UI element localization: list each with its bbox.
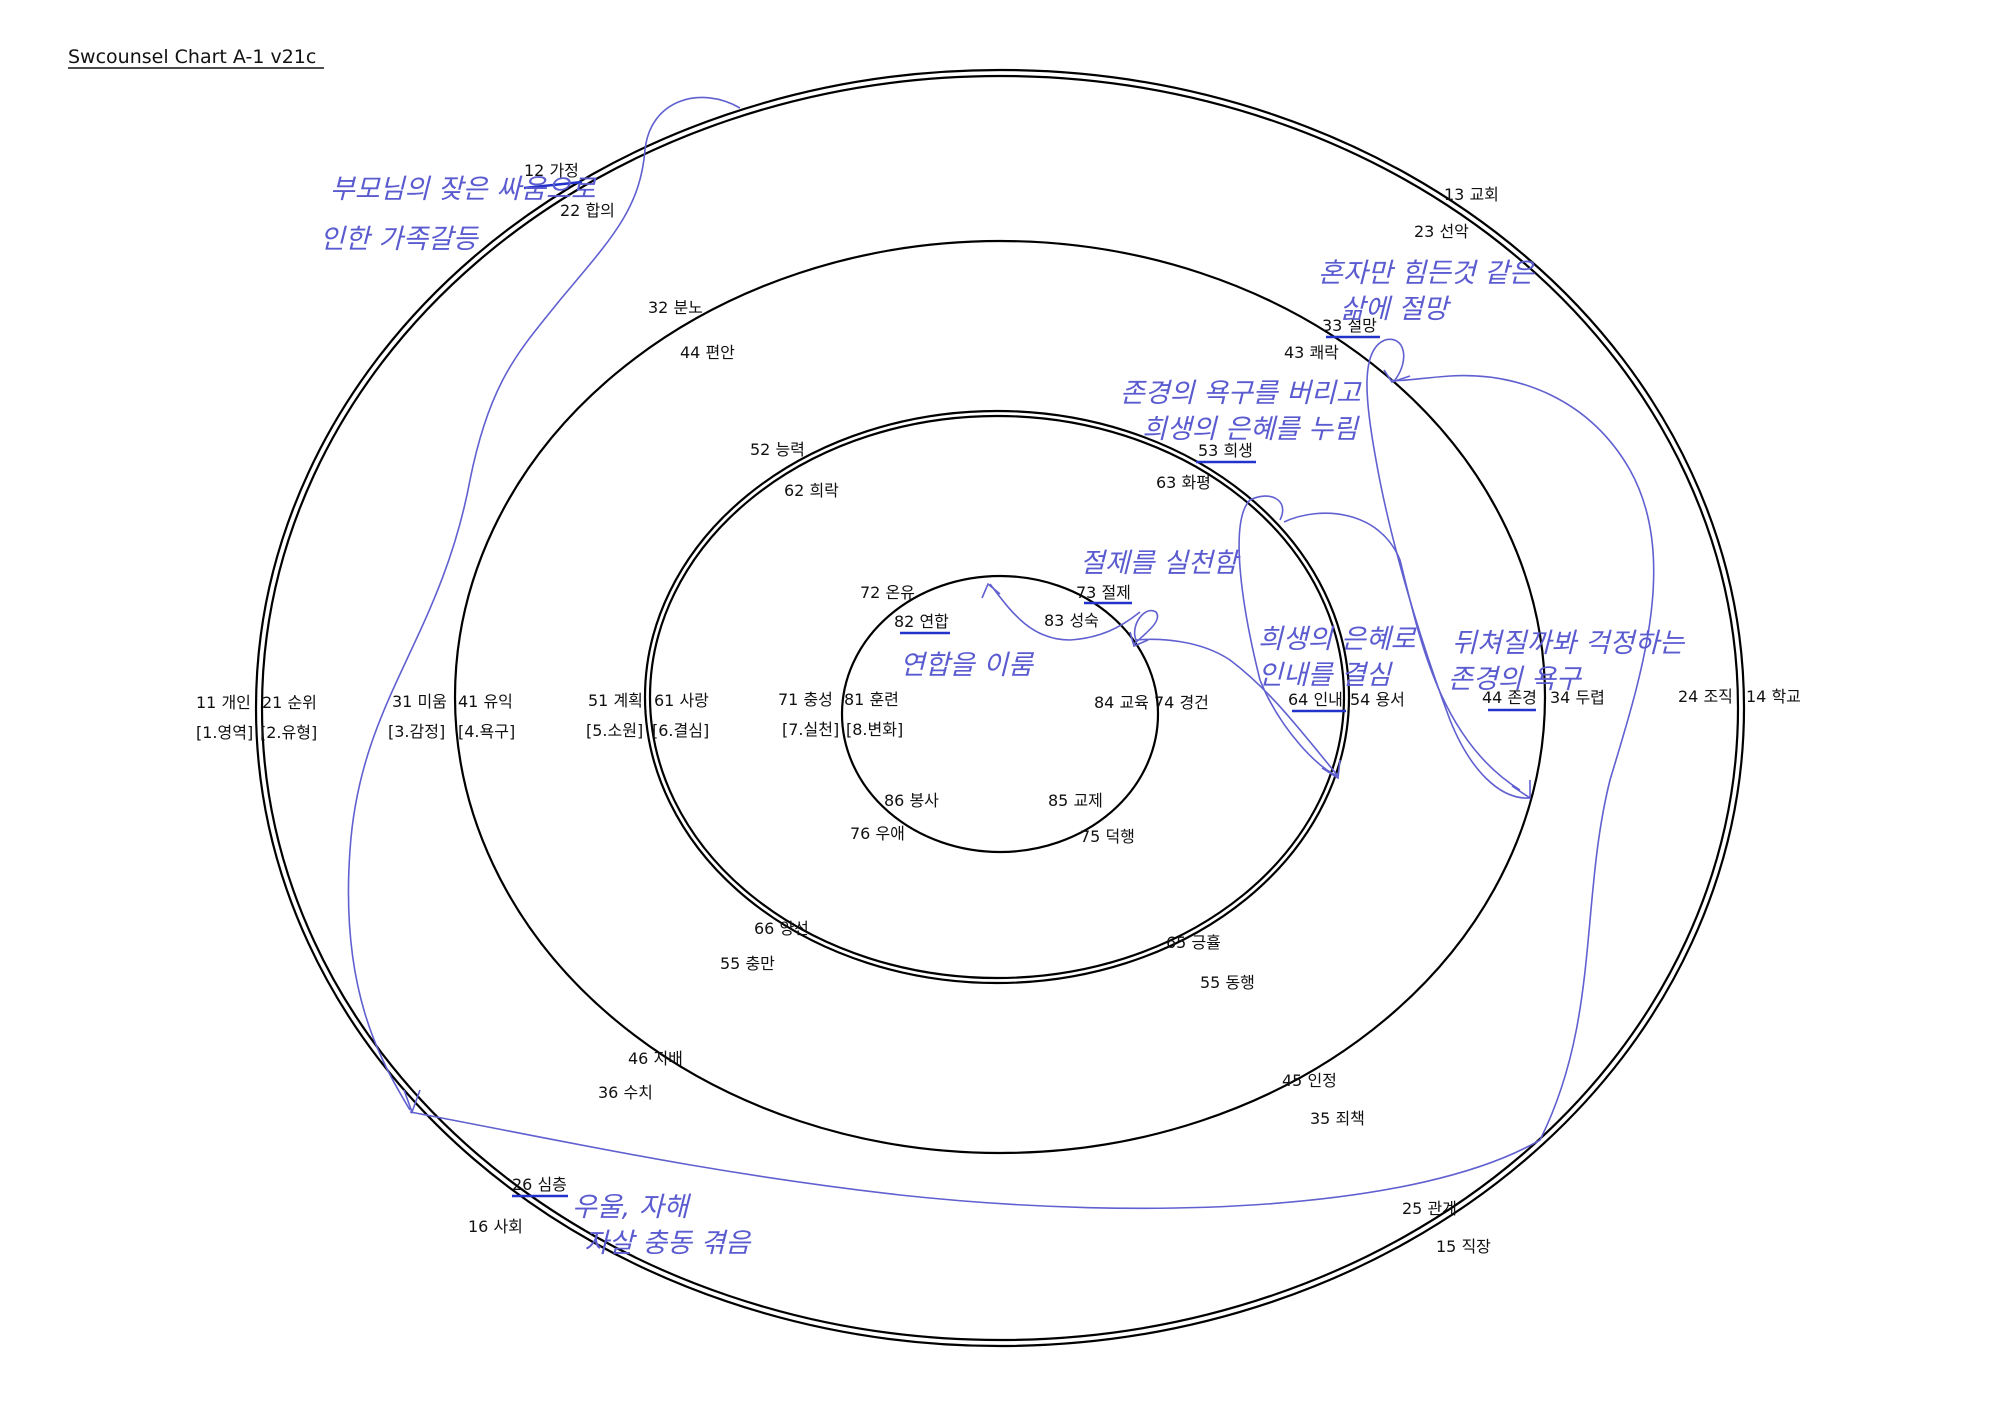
label-7a: [7.실천]: [782, 720, 839, 739]
curve-union: [989, 583, 1141, 641]
curve-family-to-depth: [347, 96, 741, 1111]
label-34: 34 두렵: [1550, 688, 1605, 707]
label-61: 61 사랑: [654, 691, 709, 710]
label-45: 45 인정: [1282, 1071, 1337, 1090]
label-21: 21 순위: [262, 693, 317, 712]
label-82: 82 연합: [894, 612, 949, 631]
label-44b: 44 존경: [1482, 688, 1537, 707]
ring-inner: [840, 574, 1160, 854]
chart-title: Swcounsel Chart A-1 v21c: [68, 46, 316, 68]
label-35: 35 죄책: [1310, 1109, 1365, 1128]
ring-outer-inner-line: [260, 74, 1740, 1342]
note-depression-1: 우울, 자해: [572, 1192, 692, 1223]
label-54: 54 용서: [1350, 690, 1405, 709]
label-83: 83 성숙: [1044, 611, 1099, 630]
note-sacrifice-1: 존경의 욕구를 버리고: [1120, 378, 1362, 409]
note-patience-2: 인내를 결심: [1258, 660, 1393, 691]
label-16: 16 사회: [468, 1217, 523, 1236]
ring-third: [643, 409, 1351, 985]
note-family-conflict-1: 부모님의 잦은 싸움으로: [330, 174, 597, 205]
label-6a: [6.결심]: [652, 721, 709, 740]
label-84: 84 교육: [1094, 693, 1149, 712]
label-52: 52 능력: [750, 440, 805, 459]
label-13: 13 교회: [1444, 185, 1499, 204]
ring-third-inner-line: [648, 414, 1346, 980]
label-1a: [1.영역]: [196, 723, 253, 742]
curve-despair-loop: [1366, 338, 1531, 799]
label-76: 76 우애: [850, 824, 905, 843]
label-64: 64 인내: [1288, 690, 1343, 709]
underline-12: [523, 180, 583, 190]
label-55a: 55 충만: [720, 954, 775, 973]
label-22: 22 합의: [560, 201, 615, 220]
label-8a: [8.변화]: [846, 720, 903, 739]
arrow-head-despair: [1383, 369, 1411, 383]
label-2a: [2.유형]: [260, 723, 317, 742]
label-15: 15 직장: [1436, 1237, 1491, 1256]
curve-temperance-loop: [1133, 609, 1339, 777]
label-3a: [3.감정]: [388, 722, 445, 741]
label-24: 24 조직: [1678, 687, 1733, 706]
label-74: 74 경건: [1154, 693, 1209, 712]
arrow-head-union: [981, 582, 1001, 599]
curve-sacrifice-loop: [1238, 495, 1339, 777]
label-62: 62 희락: [784, 481, 839, 500]
label-25: 25 관계: [1402, 1199, 1457, 1218]
label-66: 66 양선: [754, 919, 809, 938]
ring-second: [453, 239, 1547, 1155]
label-36: 36 수치: [598, 1083, 653, 1102]
label-12: 12 가정: [524, 161, 579, 180]
label-53: 53 희생: [1198, 441, 1253, 460]
label-71: 71 충성: [778, 690, 833, 709]
curve-depth-to-right: [409, 374, 1655, 1210]
label-72: 72 온유: [860, 583, 915, 602]
label-86: 86 봉사: [884, 791, 939, 810]
label-63: 63 화평: [1156, 473, 1211, 492]
label-32: 32 분노: [648, 298, 703, 317]
label-85: 85 교제: [1048, 791, 1103, 810]
label-4a: [4.욕구]: [458, 722, 515, 741]
label-11: 11 개인: [196, 693, 251, 712]
label-14: 14 학교: [1746, 687, 1801, 706]
note-family-conflict-2: 인한 가족갈등: [320, 224, 480, 255]
note-temperance: 절제를 실천함: [1080, 548, 1241, 579]
label-65: 65 긍휼: [1166, 933, 1221, 952]
note-union: 연합을 이룸: [900, 650, 1035, 681]
note-respect-1: 뒤쳐질까봐 걱정하는: [1452, 628, 1685, 659]
label-55b: 55 동행: [1200, 973, 1255, 992]
note-respect-2: 존경의 욕구: [1448, 664, 1582, 695]
label-5a: [5.소원]: [586, 721, 643, 740]
label-26: 26 심층: [512, 1175, 567, 1194]
label-44a: 44 편안: [680, 343, 735, 362]
label-75: 75 덕행: [1080, 827, 1135, 846]
label-51: 51 계획: [588, 691, 643, 710]
label-33: 33 절망: [1322, 316, 1377, 335]
label-73: 73 절제: [1076, 583, 1131, 602]
note-depression-2: 자살 충동 겪음: [584, 1228, 752, 1259]
arrow-head-respect: [1511, 780, 1531, 800]
ring-outer: [254, 68, 1746, 1348]
label-46: 46 지배: [628, 1049, 683, 1068]
note-sacrifice-2: 희생의 은혜를 누림: [1142, 414, 1360, 445]
note-despair-2: 삶에 절망: [1340, 294, 1451, 325]
label-23: 23 선악: [1414, 222, 1469, 241]
note-despair-1: 혼자만 힘든것 같은: [1318, 258, 1535, 289]
label-43: 43 쾌락: [1284, 343, 1339, 362]
label-81: 81 훈련: [844, 690, 899, 709]
arrow-head-temperance: [1129, 631, 1149, 648]
arrow-head-patience: [1321, 759, 1341, 780]
note-patience-1: 희생의 은혜로: [1258, 624, 1417, 655]
label-41: 41 유익: [458, 692, 513, 711]
curve-sacrifice-right: [1283, 512, 1521, 791]
label-31: 31 미움: [392, 692, 447, 711]
